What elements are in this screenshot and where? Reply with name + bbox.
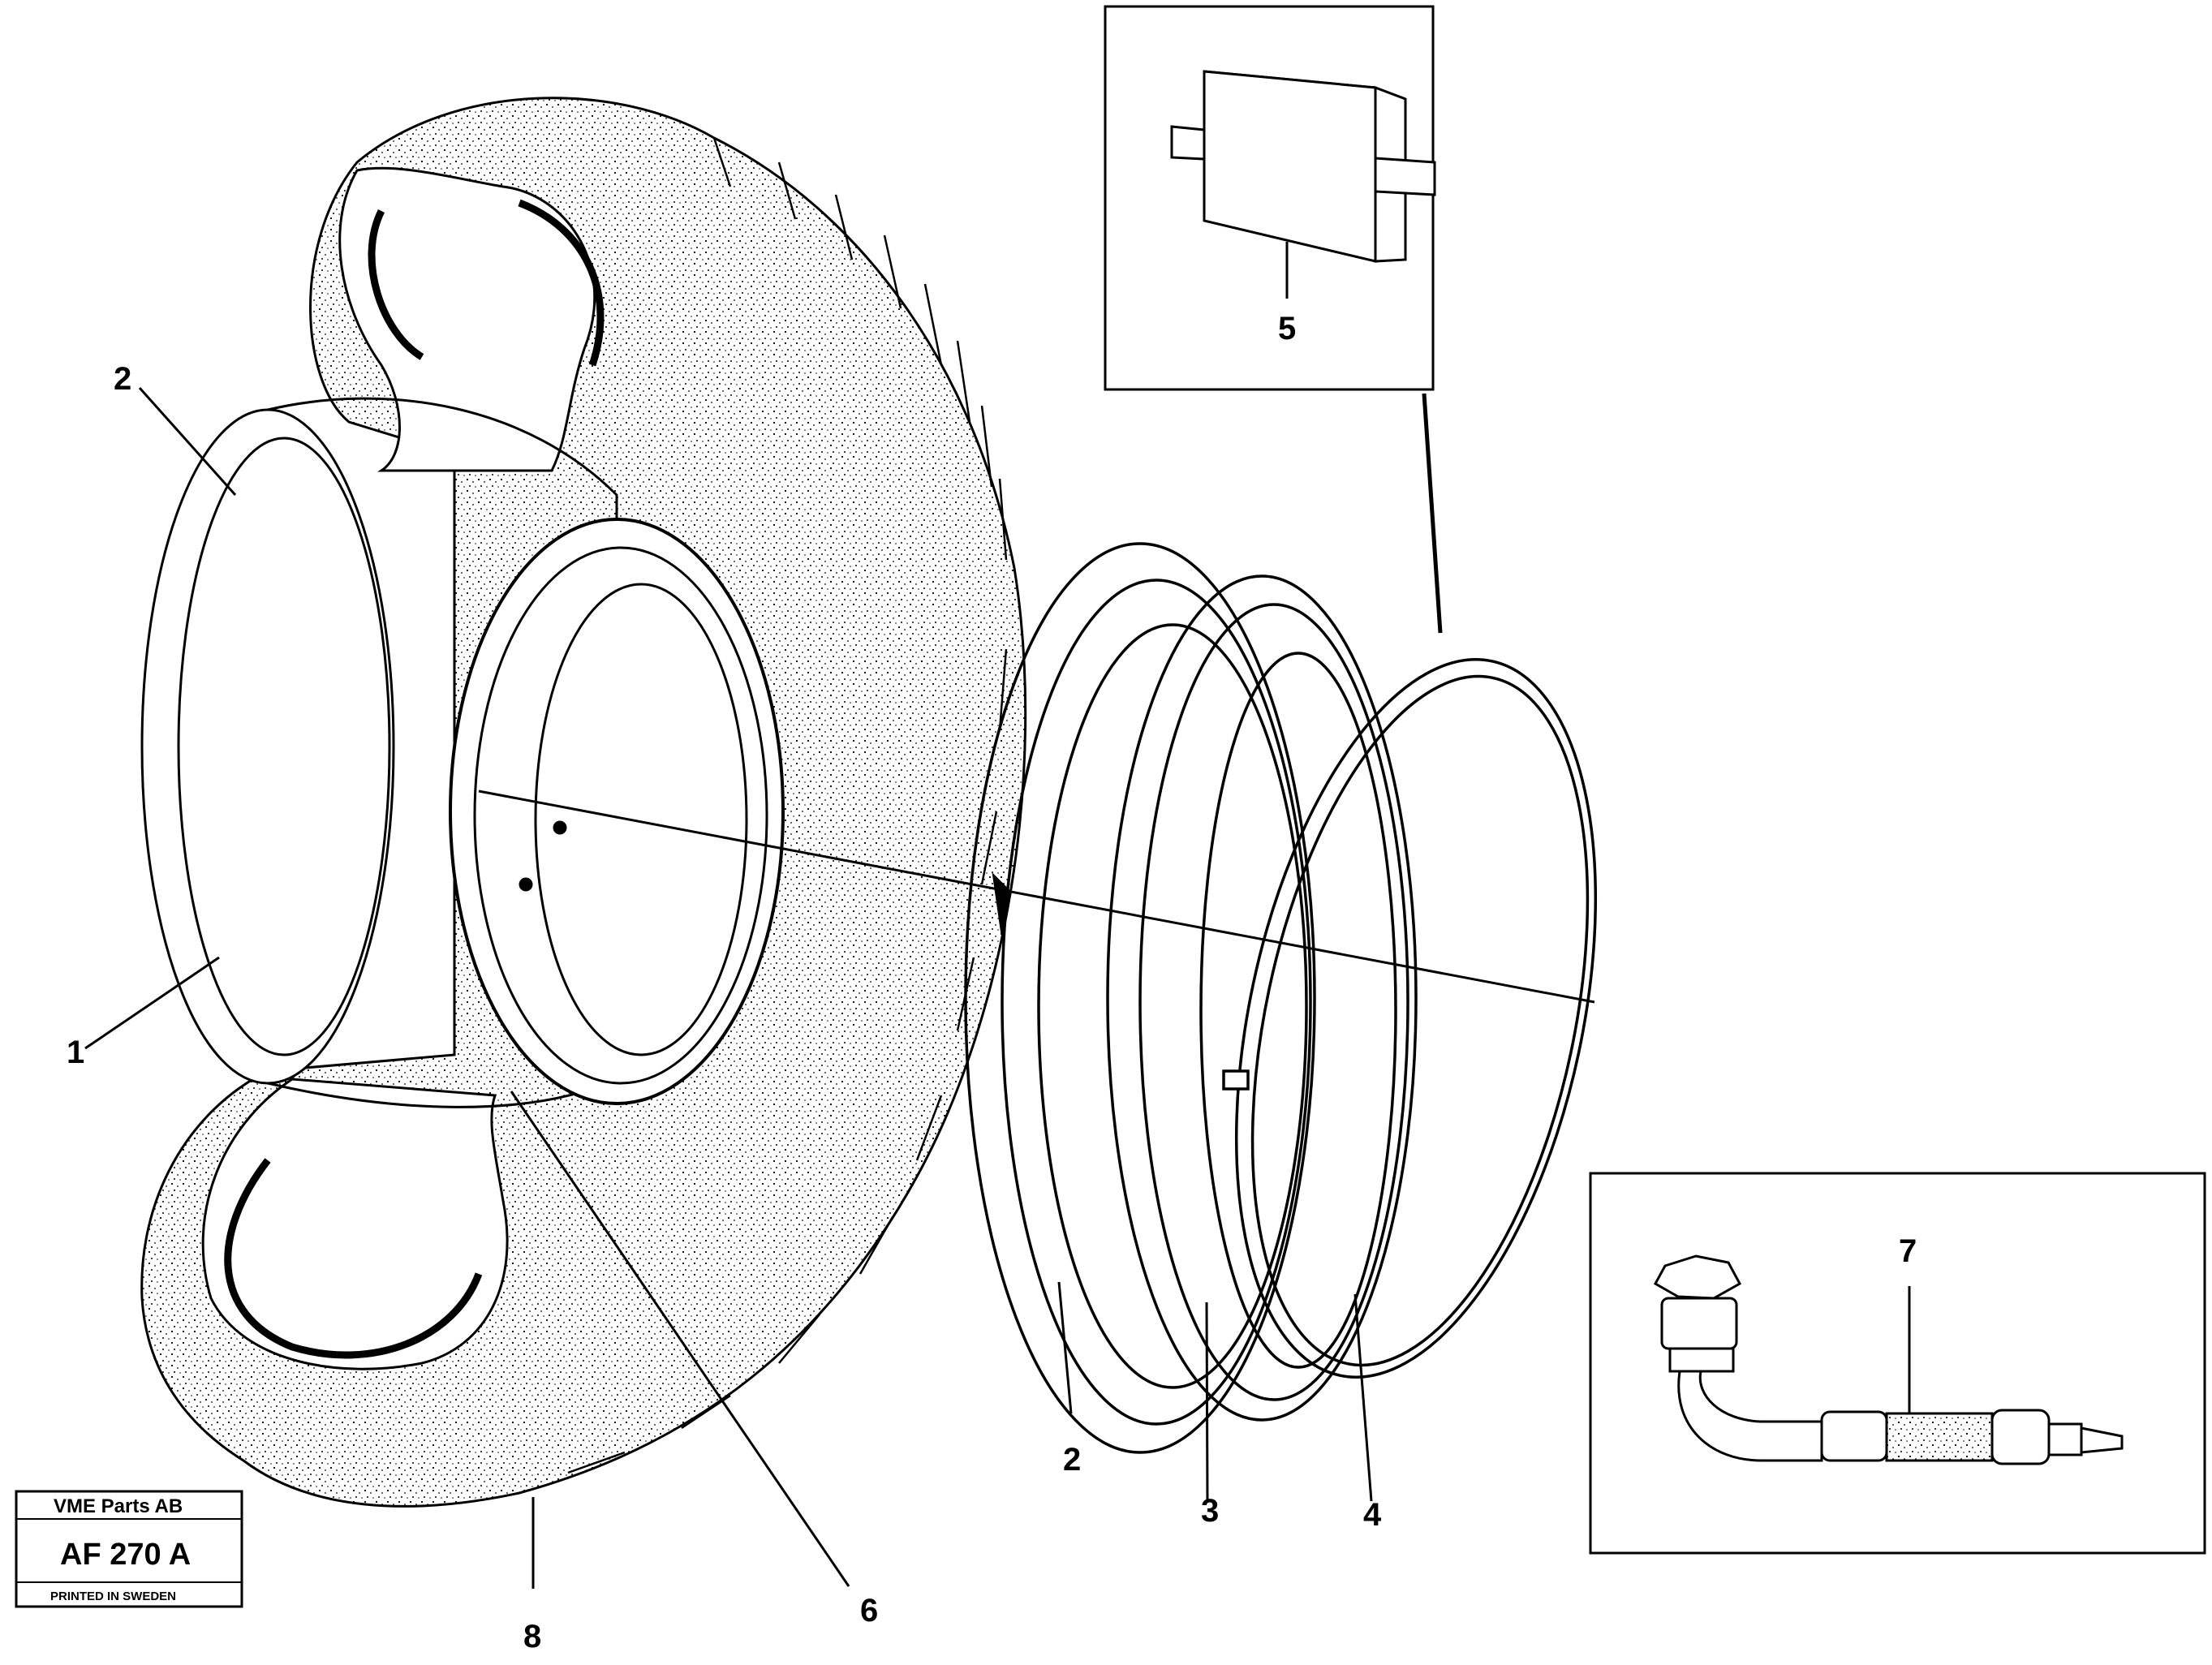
- rim-bore-inner: [473, 546, 768, 1085]
- leader-4: [1353, 1293, 1373, 1502]
- lock-ring: [1222, 658, 1598, 1379]
- callout-6: 6: [860, 1593, 878, 1628]
- stamp-company: VME Parts AB: [54, 1495, 183, 1517]
- rim: [140, 397, 785, 1108]
- block-part: [1170, 70, 1436, 263]
- tire-section-bottom: [201, 1078, 509, 1370]
- callout-5: 5: [1278, 311, 1296, 346]
- document-stamp: VME Parts AB AF 270 A PRINTED IN SWEDEN: [15, 1490, 243, 1608]
- tread-upper: [712, 137, 1008, 561]
- tire-bead-bottom: [224, 1158, 483, 1359]
- stamp-printed: PRINTED IN SWEDEN: [50, 1590, 176, 1603]
- rim-bore-outer: [449, 518, 785, 1105]
- rim-hole-1: [553, 820, 567, 835]
- inset-block: [1104, 5, 1443, 634]
- bead-seat-ring: [1106, 574, 1418, 1422]
- leader-1: [84, 956, 220, 1050]
- stamp-frame: [15, 1490, 243, 1608]
- callout-8: 8: [523, 1619, 541, 1654]
- lock-ring-gap: [1222, 1069, 1250, 1091]
- callout-1: 1: [67, 1035, 84, 1070]
- valve-part: [1653, 1254, 2124, 1465]
- callout-2-left: 2: [114, 361, 131, 397]
- tire-section-top: [338, 166, 596, 472]
- callout-3: 3: [1201, 1493, 1219, 1529]
- stamp-code: AF 270 A: [60, 1538, 191, 1572]
- callout-7: 7: [1899, 1233, 1917, 1269]
- wheel-axis-line: [478, 789, 1595, 1004]
- inset-connector-line: [1422, 393, 1443, 634]
- rim-hole-2: [519, 877, 533, 892]
- leader-6: [510, 1091, 850, 1587]
- leader-lines: [84, 387, 1373, 1589]
- callout-4: 4: [1363, 1497, 1382, 1533]
- inset-valve: [1589, 1172, 2206, 1555]
- leader-2-left: [138, 387, 237, 496]
- rim-bore-deep: [534, 583, 748, 1056]
- callout-2-bottom: 2: [1063, 1442, 1081, 1478]
- callout-labels: 1 2 2 3 4 5 6 7 8: [67, 311, 1917, 1654]
- tire-bead-top: [368, 199, 605, 367]
- rim-flange-inner: [177, 437, 391, 1056]
- leader-2-bottom: [1057, 1281, 1073, 1414]
